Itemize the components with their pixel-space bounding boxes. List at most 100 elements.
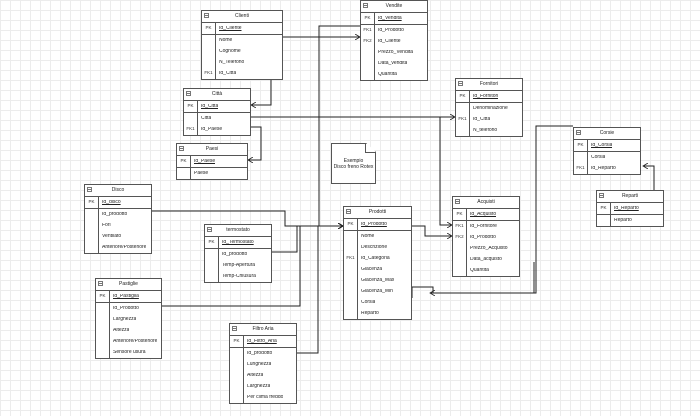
- table-row[interactable]: Reparto: [597, 214, 663, 226]
- table-icon: [458, 81, 463, 86]
- table-row[interactable]: Nome: [202, 34, 282, 46]
- table-row[interactable]: Nome: [344, 230, 411, 242]
- table-row[interactable]: N_Telefono: [202, 57, 282, 68]
- table-row[interactable]: Città: [184, 112, 250, 124]
- note-line-1: Esempio: [343, 157, 364, 164]
- table-row[interactable]: Denominazione: [456, 102, 522, 114]
- table-row[interactable]: Id_prodotto: [85, 208, 151, 220]
- table-icon: [455, 199, 460, 204]
- table-header[interactable]: Acquisti: [453, 197, 519, 209]
- key-marker: [96, 303, 110, 314]
- example-note: Esempio Disco freno Rotex: [331, 143, 376, 184]
- table-header[interactable]: Reparti: [597, 191, 663, 203]
- field-name: Temp-Chiusura: [222, 274, 256, 279]
- table-row[interactable]: Temp-Apertura: [205, 260, 271, 271]
- table-row[interactable]: Lunghezza: [230, 359, 296, 370]
- table-row[interactable]: Sensore usura: [96, 347, 161, 358]
- table-row[interactable]: Altezza: [96, 325, 161, 336]
- table-row[interactable]: Id_prodotto: [230, 347, 296, 359]
- table-row[interactable]: Corsia: [344, 297, 411, 308]
- table-row[interactable]: Descrizione: [344, 242, 411, 253]
- table-row[interactable]: Altezza: [230, 370, 296, 381]
- key-marker: [597, 215, 611, 226]
- table-title: Clienti: [235, 13, 249, 19]
- table-row[interactable]: Ventilato: [85, 231, 151, 242]
- table-header[interactable]: Clienti: [202, 11, 282, 23]
- table-row[interactable]: Giacenza_Min: [344, 286, 411, 297]
- table-row[interactable]: Prezzo_Vendita: [361, 47, 427, 58]
- table-header[interactable]: Fornitori: [456, 79, 522, 91]
- table-row[interactable]: Per clima freddo: [230, 392, 296, 403]
- table-row[interactable]: Reparto: [344, 308, 411, 319]
- table-header[interactable]: Paesi: [177, 144, 247, 156]
- table-row[interactable]: Prezzo_Acquisto: [453, 243, 519, 254]
- table-header[interactable]: Pastiglie: [96, 279, 161, 291]
- table-row[interactable]: Data_acquisto: [453, 254, 519, 265]
- table-row[interactable]: Cognome: [202, 46, 282, 57]
- table-row[interactable]: Temp-Chiusura: [205, 271, 271, 282]
- table-row[interactable]: Id_Prodotto: [96, 302, 161, 314]
- table-header[interactable]: Città: [184, 89, 250, 101]
- table-row[interactable]: Giacenza_Max: [344, 275, 411, 286]
- table-header[interactable]: Corsie: [574, 128, 640, 140]
- table-row[interactable]: Corsia: [574, 151, 640, 163]
- table-row[interactable]: Data_vendita: [361, 58, 427, 69]
- table-row[interactable]: N_telefono: [456, 125, 522, 136]
- table-header[interactable]: Filtro Aria: [230, 324, 296, 336]
- field-name: Ventilato: [102, 234, 122, 239]
- table-header[interactable]: Vendite: [361, 1, 427, 13]
- table-row[interactable]: Paese: [177, 167, 247, 179]
- table-row[interactable]: Id_prodotto: [205, 248, 271, 260]
- field-name: Data_vendita: [378, 61, 408, 66]
- table-row[interactable]: Quantità: [361, 69, 427, 80]
- table-row[interactable]: Giacenza: [344, 264, 411, 275]
- table-row[interactable]: Larghezza: [96, 314, 161, 325]
- table-header[interactable]: termostato: [205, 225, 271, 237]
- table-row[interactable]: Quantità: [453, 265, 519, 276]
- table-row[interactable]: Larghezza: [230, 381, 296, 392]
- table-header[interactable]: Disco: [85, 185, 151, 197]
- table-row[interactable]: Fori: [85, 220, 151, 231]
- table-row[interactable]: Anteriore/Posteriore: [96, 336, 161, 347]
- table-header[interactable]: Prodotti: [344, 207, 411, 219]
- key-marker: [456, 103, 470, 114]
- table-row[interactable]: Anteriore/Posteriore: [85, 242, 151, 253]
- key-marker: [453, 254, 467, 265]
- table-title: Corsie: [599, 130, 615, 136]
